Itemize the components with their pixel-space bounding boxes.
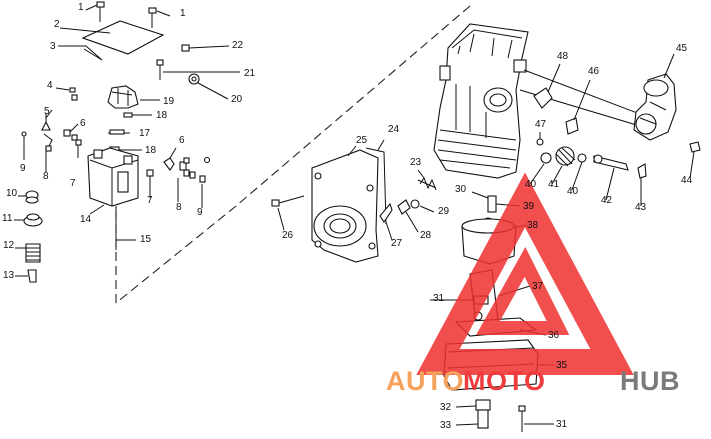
screw-22-21-20 [156, 44, 240, 100]
callout-label-c-47: 47 [535, 119, 547, 130]
callout-label-c-43: 43 [635, 202, 647, 213]
callout-label-c-8b: 8 [176, 202, 182, 213]
callout-label-c-28: 28 [420, 230, 432, 241]
screw-31b [518, 405, 554, 432]
callout-label-c-15: 15 [140, 234, 152, 245]
jet-46 [565, 79, 591, 135]
dashed-separator-lower [115, 205, 237, 304]
callout-label-c-8a: 8 [43, 171, 49, 182]
right-small-parts-6-7-8-9 [146, 147, 211, 208]
watermark-text-auto: AUTO [386, 366, 464, 396]
callout-label-c-41: 41 [548, 179, 560, 190]
small-parts-4-5-6 [21, 87, 82, 172]
callout-label-c-7a: 7 [70, 178, 76, 189]
screw-26 [271, 195, 305, 231]
callout-label-c-45: 45 [676, 43, 688, 54]
callout-label-c-11: 11 [2, 213, 13, 224]
callout-label-c-7b: 7 [147, 195, 153, 206]
watermark-text-hub: HUB [620, 366, 680, 396]
callout-label-c-35: 35 [556, 360, 568, 371]
callout-label-c-32: 32 [440, 402, 452, 413]
callout-label-c-18b: 18 [145, 145, 157, 156]
callout-label-c-1b: 1 [180, 8, 186, 19]
dashed-separator-upper [235, 5, 471, 207]
callout-label-c-31b: 31 [556, 419, 568, 430]
linkage-parts [529, 146, 647, 206]
watermark-triangle-icon [416, 172, 634, 375]
watermark-logo [416, 172, 634, 375]
float-bracket-19 [107, 85, 160, 109]
callout-label-c-39: 39 [523, 201, 535, 212]
callout-label-c-40b: 40 [567, 186, 579, 197]
washer-47 [536, 132, 544, 146]
callout-label-c-26: 26 [282, 230, 294, 241]
cover-25 [311, 145, 379, 263]
callout-label-c-29: 29 [438, 206, 450, 217]
callout-label-c-9a: 9 [20, 163, 26, 174]
callout-label-c-20: 20 [231, 94, 243, 105]
screws-top [85, 1, 171, 28]
gasket-24 [365, 139, 387, 225]
callout-label-c-18a: 18 [156, 110, 168, 121]
watermark-inner-triangle-icon [476, 247, 570, 335]
callout-label-c-3: 3 [50, 41, 56, 52]
callout-label-c-42: 42 [601, 195, 613, 206]
drain-32-33 [455, 399, 491, 429]
spring-23-screws-27-28 [379, 169, 437, 241]
callout-label-c-13: 13 [3, 270, 15, 281]
callout-label-c-44: 44 [681, 175, 693, 186]
callout-label-c-17: 17 [139, 128, 151, 139]
callout-label-c-6b: 6 [179, 135, 185, 146]
callout-label-c-48: 48 [557, 51, 569, 62]
callout-label-c-27: 27 [391, 238, 403, 249]
callout-label-c-10: 10 [6, 188, 18, 199]
callout-label-c-31a: 31 [433, 293, 445, 304]
callout-label-c-36: 36 [548, 330, 560, 341]
callout-label-c-24: 24 [388, 124, 400, 135]
callout-label-c-37: 37 [532, 281, 544, 292]
callout-label-c-9b: 9 [197, 207, 203, 218]
parts-10-11-12-13 [14, 190, 43, 283]
callout-label-c-22: 22 [232, 40, 244, 51]
float-14 [87, 147, 139, 250]
callout-label-c-21: 21 [244, 68, 256, 79]
callout-label-c-23: 23 [410, 157, 422, 168]
callout-label-c-30: 30 [455, 184, 467, 195]
callout-label-c-12: 12 [3, 240, 15, 251]
lever-housing-45 [633, 53, 701, 179]
callout-label-c-1a: 1 [78, 2, 84, 13]
callout-label-c-19: 19 [163, 96, 175, 107]
callout-label-c-5: 5 [44, 106, 50, 117]
callout-label-c-38: 38 [527, 220, 539, 231]
callout-label-c-6a: 6 [80, 118, 86, 129]
callout-label-c-25: 25 [356, 135, 368, 146]
callout-label-c-2: 2 [54, 19, 60, 30]
callout-label-c-14: 14 [80, 214, 92, 225]
watermark-text-moto: MOTO [463, 366, 546, 396]
callout-label-c-46: 46 [588, 66, 600, 77]
cover-plate [58, 20, 165, 61]
callout-label-c-33: 33 [440, 420, 452, 431]
jet-48 [533, 63, 561, 109]
callout-label-c-40a: 40 [525, 179, 537, 190]
callout-label-c-4: 4 [47, 80, 53, 91]
